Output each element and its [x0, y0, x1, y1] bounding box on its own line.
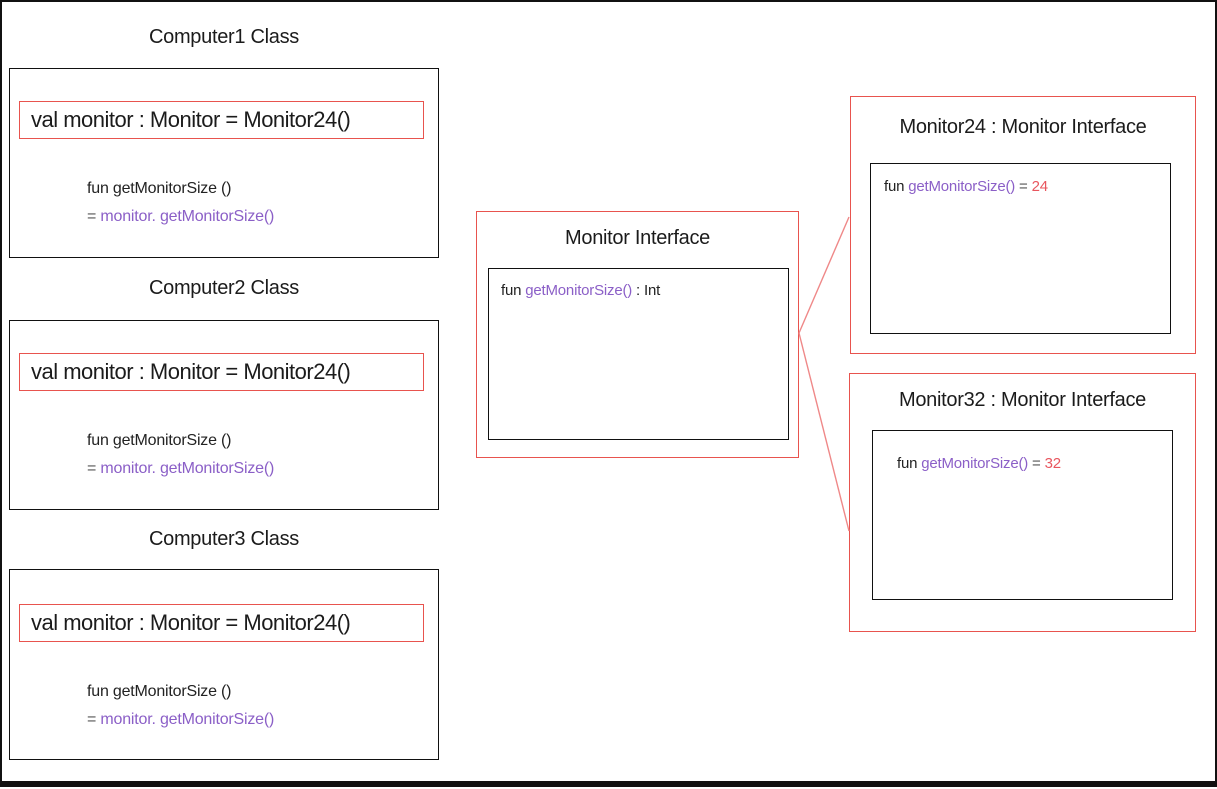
- monitor-field-declaration: val monitor : Monitor = Monitor24(): [19, 604, 424, 642]
- monitor24-method-box: fun getMonitorSize() = 24: [870, 163, 1171, 334]
- get-monitor-size-signature: fun getMonitorSize (): [87, 432, 232, 449]
- connector-line-monitor24: [798, 216, 850, 334]
- monitor32-method-box: fun getMonitorSize() = 32: [872, 430, 1173, 600]
- return-type: : Int: [636, 282, 661, 299]
- computer2-class-box: val monitor : Monitor = Monitor24() fun …: [9, 320, 439, 510]
- monitor-field-declaration: val monitor : Monitor = Monitor24(): [19, 353, 424, 391]
- get-monitor-size-signature: fun getMonitorSize (): [87, 180, 232, 197]
- computer2-class-title: Computer2 Class: [148, 277, 299, 299]
- computer1-class-box: val monitor : Monitor = Monitor24() fun …: [9, 68, 439, 258]
- connector-line-monitor32: [798, 332, 850, 532]
- monitor-interface-method-box: fun getMonitorSize() : Int: [488, 268, 789, 440]
- computer1-class-title: Computer1 Class: [148, 26, 299, 48]
- delegation-call: = monitor. getMonitorSize(): [87, 208, 274, 226]
- computer3-class-box: val monitor : Monitor = Monitor24() fun …: [9, 569, 439, 760]
- equals-sign: =: [1019, 178, 1028, 195]
- equals-sign: =: [1032, 455, 1041, 472]
- monitor32-method-impl: fun getMonitorSize() = 32: [897, 455, 1061, 472]
- monitor-interface-box: Monitor Interface fun getMonitorSize() :…: [476, 211, 799, 458]
- monitor24-box: Monitor24 : Monitor Interface fun getMon…: [850, 96, 1196, 354]
- return-value: 32: [1044, 455, 1062, 472]
- return-value: 24: [1031, 178, 1049, 195]
- fun-keyword: fun: [501, 282, 522, 299]
- fun-keyword: fun: [897, 455, 918, 472]
- monitor32-title: Monitor32 : Monitor Interface: [899, 389, 1146, 411]
- monitor24-title: Monitor24 : Monitor Interface: [899, 116, 1147, 138]
- monitor-interface-title: Monitor Interface: [565, 227, 710, 249]
- delegation-call: = monitor. getMonitorSize(): [87, 460, 274, 478]
- method-name: getMonitorSize(): [921, 455, 1029, 472]
- equals-sign: =: [87, 460, 97, 477]
- delegation-expression: monitor. getMonitorSize(): [100, 208, 275, 225]
- monitor-field-declaration: val monitor : Monitor = Monitor24(): [19, 101, 424, 139]
- delegation-expression: monitor. getMonitorSize(): [100, 460, 275, 477]
- get-monitor-size-signature: fun getMonitorSize (): [87, 683, 232, 700]
- monitor32-box: Monitor32 : Monitor Interface fun getMon…: [849, 373, 1196, 632]
- method-name: getMonitorSize(): [908, 178, 1016, 195]
- delegation-call: = monitor. getMonitorSize(): [87, 711, 274, 729]
- equals-sign: =: [87, 208, 97, 225]
- delegation-expression: monitor. getMonitorSize(): [100, 711, 275, 728]
- interface-method-signature: fun getMonitorSize() : Int: [501, 282, 660, 299]
- monitor24-method-impl: fun getMonitorSize() = 24: [884, 178, 1048, 195]
- method-name: getMonitorSize(): [525, 282, 633, 299]
- equals-sign: =: [87, 711, 97, 728]
- fun-keyword: fun: [884, 178, 905, 195]
- computer3-class-title: Computer3 Class: [148, 528, 299, 550]
